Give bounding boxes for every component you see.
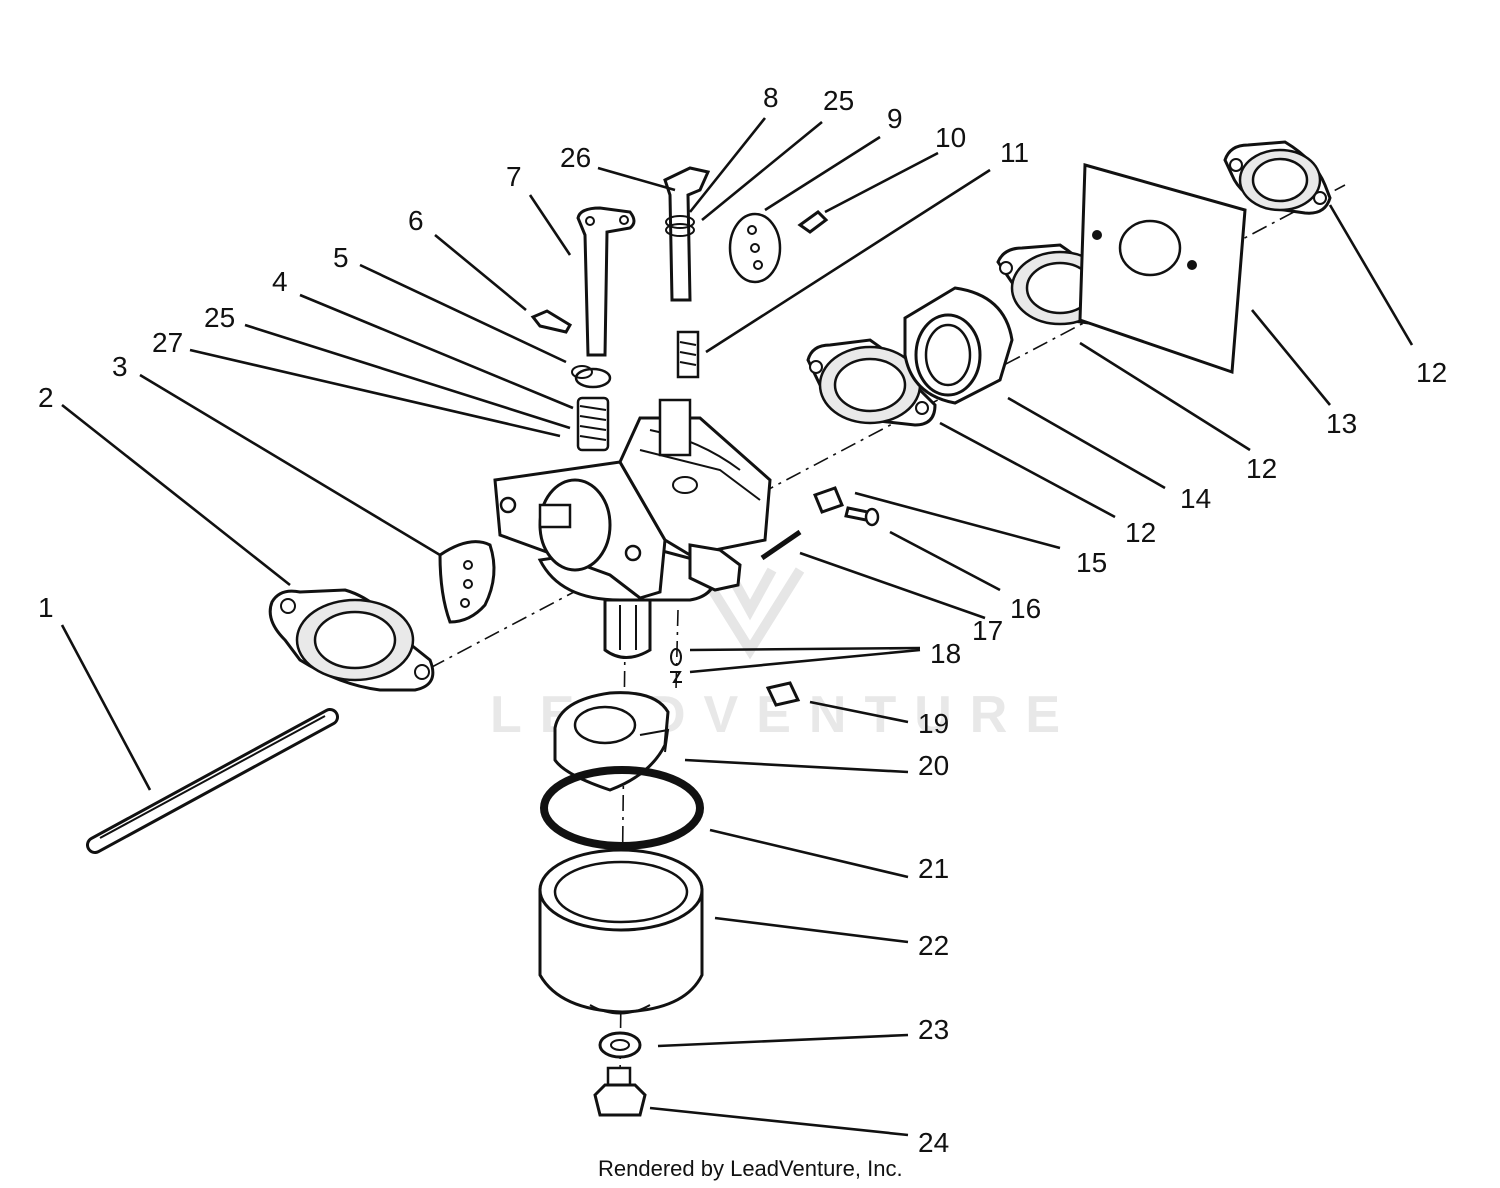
part-choke-shaft [663, 166, 711, 302]
part-throttle-shaft [576, 206, 636, 357]
part-stud [86, 708, 339, 854]
part-washer-23 [598, 1031, 642, 1059]
callout-3: 3 [112, 351, 128, 382]
part-screw-16 [844, 506, 880, 527]
part-spacer-14 [903, 286, 1014, 405]
callout-12-right: 12 [1416, 357, 1447, 388]
credit-text: Rendered by LeadVenture, Inc. [598, 1156, 903, 1181]
callout-18: 18 [930, 638, 961, 669]
part-screw-15 [813, 486, 844, 514]
part-screw-10 [797, 210, 829, 234]
part-screw-6 [530, 309, 573, 334]
callout-25-top: 25 [823, 85, 854, 116]
callout-labels: 1 2 3 27 25 4 5 6 7 26 8 25 9 10 11 12 1… [38, 82, 1447, 1158]
callout-9: 9 [887, 103, 903, 134]
callout-27: 27 [152, 327, 183, 358]
part-ring-gasket-21 [540, 766, 704, 850]
callout-26: 26 [560, 142, 591, 173]
callout-24: 24 [918, 1127, 949, 1158]
part-nut-24 [593, 1066, 647, 1117]
callout-25-left: 25 [204, 302, 235, 333]
callout-22: 22 [918, 930, 949, 961]
callout-17: 17 [972, 615, 1003, 646]
part-fitting-11 [676, 330, 700, 379]
callout-23: 23 [918, 1014, 949, 1045]
callout-8: 8 [763, 82, 779, 113]
part-choke-plate [728, 212, 782, 284]
part-float-bowl-22 [538, 848, 704, 1015]
part-gasket-12-lower [806, 338, 937, 427]
callout-2: 2 [38, 382, 54, 413]
part-float-20 [553, 691, 670, 792]
part-idle-needle [571, 365, 612, 452]
part-gasket-12-upper [1223, 140, 1332, 215]
callout-16: 16 [1010, 593, 1041, 624]
callout-10: 10 [935, 122, 966, 153]
callout-5: 5 [333, 242, 349, 273]
callout-7: 7 [506, 161, 522, 192]
part-orings-18 [670, 648, 682, 683]
callout-14: 14 [1180, 483, 1211, 514]
callout-21: 21 [918, 853, 949, 884]
callout-11: 11 [1000, 137, 1029, 168]
leader-lines [60, 117, 1414, 1137]
part-gasket-2 [268, 588, 435, 692]
part-screw-19 [765, 681, 801, 707]
part-throttle-plate [438, 540, 496, 624]
part-carburetor-body [493, 398, 772, 659]
callout-19: 19 [918, 708, 949, 739]
callout-1: 1 [38, 592, 54, 623]
callout-12-low: 12 [1125, 517, 1156, 548]
callout-4: 4 [272, 266, 288, 297]
callout-6: 6 [408, 205, 424, 236]
part-plate-13 [1078, 163, 1247, 375]
callout-13: 13 [1326, 408, 1357, 439]
callout-12-mid: 12 [1246, 453, 1277, 484]
callout-20: 20 [918, 750, 949, 781]
callout-15: 15 [1076, 547, 1107, 578]
part-pin-17 [760, 529, 802, 561]
